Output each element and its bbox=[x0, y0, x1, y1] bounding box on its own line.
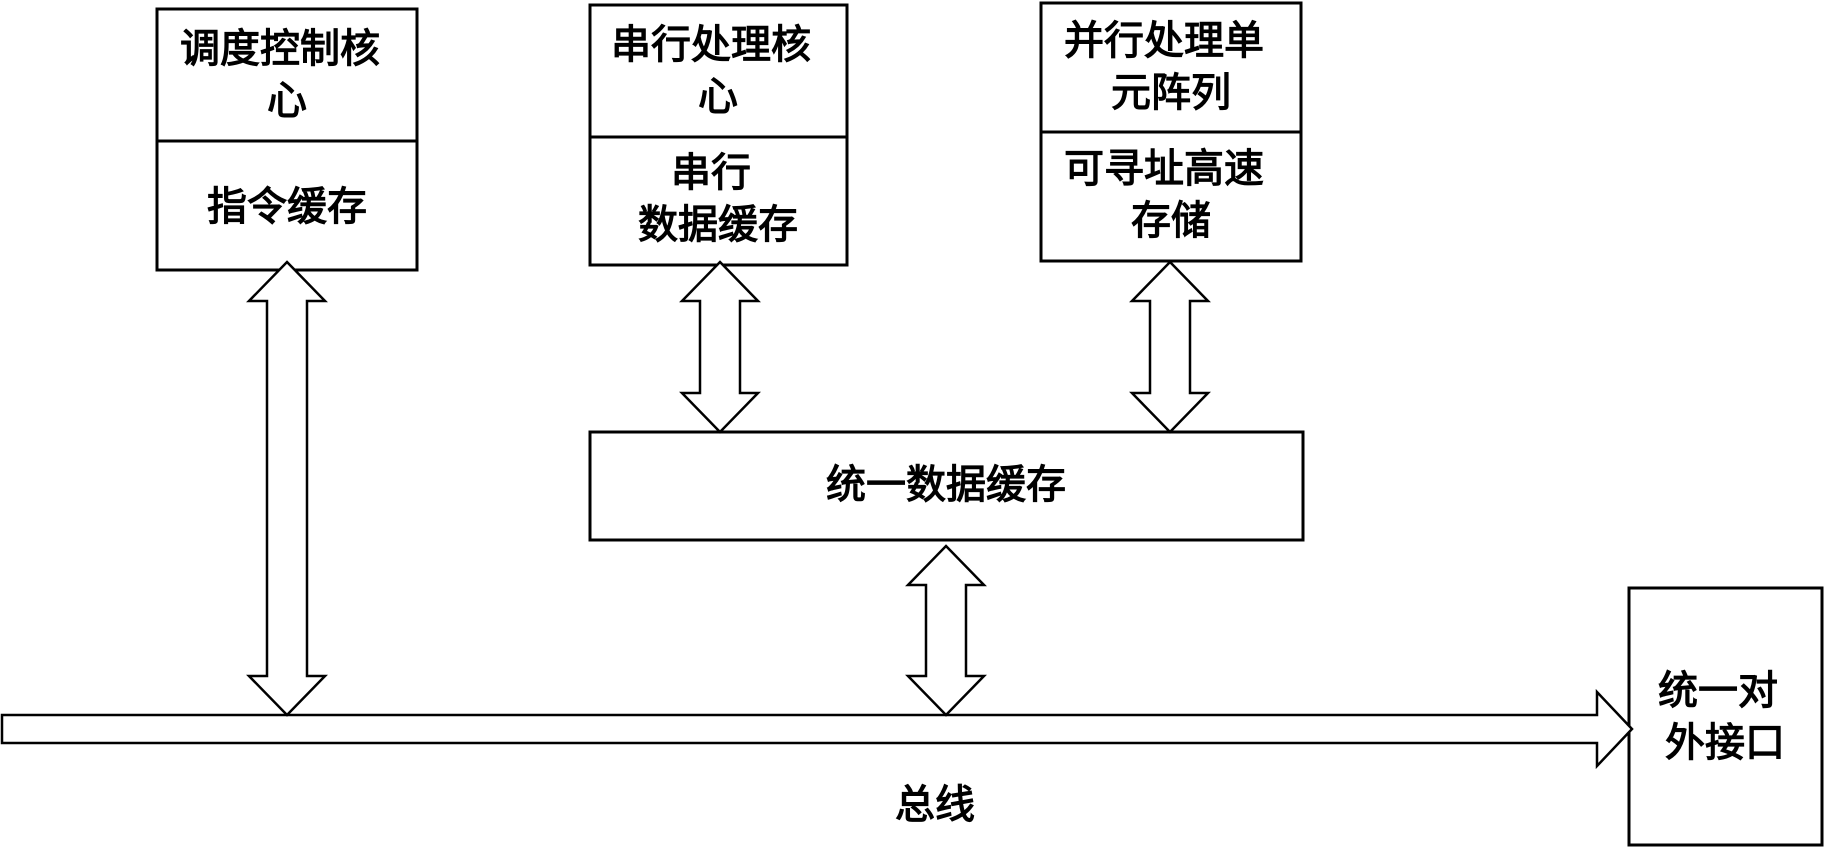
bus-label: 总线 bbox=[895, 782, 975, 828]
scheduler-block: 调度控制核 心 指令缓存 bbox=[155, 7, 419, 272]
external-interface-box bbox=[1627, 586, 1824, 847]
unified-cache-block: 统一数据缓存 bbox=[588, 430, 1305, 542]
serial-cache-double-arrow bbox=[679, 260, 761, 434]
serial-block: 串行处理核 心 串行 数据缓存 bbox=[588, 3, 849, 267]
addressable-storage-label: 可寻址高速 存储 bbox=[1064, 146, 1278, 244]
parallel-array-label: 并行处理单 元阵列 bbox=[1064, 18, 1278, 116]
parallel-block: 并行处理单 元阵列 可寻址高速 存储 bbox=[1039, 1, 1303, 263]
external-interface-block: 统一对 外接口 bbox=[1627, 586, 1824, 847]
unified-cache-label: 统一数据缓存 bbox=[826, 462, 1066, 508]
bus-arrow bbox=[0, 688, 1634, 770]
parallel-cache-double-arrow bbox=[1129, 260, 1211, 434]
unified-cache-box bbox=[588, 430, 1305, 542]
serial-core-box bbox=[588, 3, 849, 267]
external-interface-label: 统一对 外接口 bbox=[1658, 668, 1792, 766]
serial-data-cache-label: 串行 数据缓存 bbox=[638, 150, 798, 248]
scheduler-bus-double-arrow bbox=[246, 260, 328, 717]
serial-core-label: 串行处理核 心 bbox=[611, 22, 825, 120]
scheduler-core-label: 调度控制核 心 bbox=[180, 26, 394, 124]
cache-bus-double-arrow bbox=[905, 544, 987, 717]
instruction-cache-label: 指令缓存 bbox=[207, 184, 367, 230]
